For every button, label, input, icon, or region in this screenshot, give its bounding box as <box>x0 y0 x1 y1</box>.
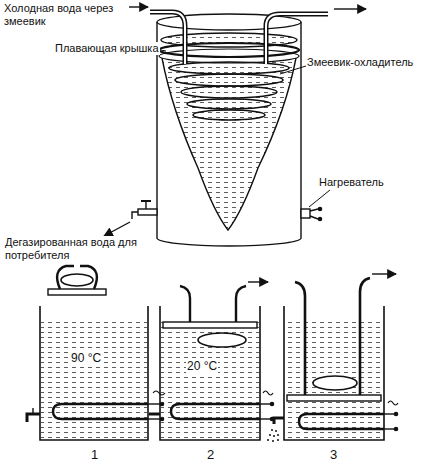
leader-line <box>280 66 306 74</box>
callout-number: 2 <box>206 448 215 463</box>
tank-2 <box>149 282 274 440</box>
heater <box>301 207 322 220</box>
callout-label: Змеевик-охладитель <box>306 56 414 69</box>
tank-1 <box>27 266 165 440</box>
callout-label: Дегазированная вода для потребителя <box>4 236 146 261</box>
flow-arrow <box>334 8 366 9</box>
outflow-arrow <box>104 222 130 236</box>
tank-wall <box>157 22 301 246</box>
callout-label: Плавающая крышка <box>54 42 160 55</box>
cooling-coil <box>169 62 289 120</box>
floating-lid <box>159 43 299 57</box>
temperature-label: 90 °C <box>70 352 102 366</box>
temperature-label: 20 °C <box>186 360 218 374</box>
callout-label: Нагреватель <box>318 176 385 189</box>
funnel-bag <box>162 58 296 230</box>
leader-line <box>309 190 330 207</box>
coil-pipe <box>150 12 328 64</box>
tap <box>132 201 157 219</box>
callout-number: 1 <box>90 448 99 463</box>
callout-label: Холодная вода через змеевик <box>3 2 129 27</box>
tank-3 <box>267 274 398 442</box>
flow-arrow <box>128 6 148 7</box>
callout-number: 3 <box>329 448 338 463</box>
